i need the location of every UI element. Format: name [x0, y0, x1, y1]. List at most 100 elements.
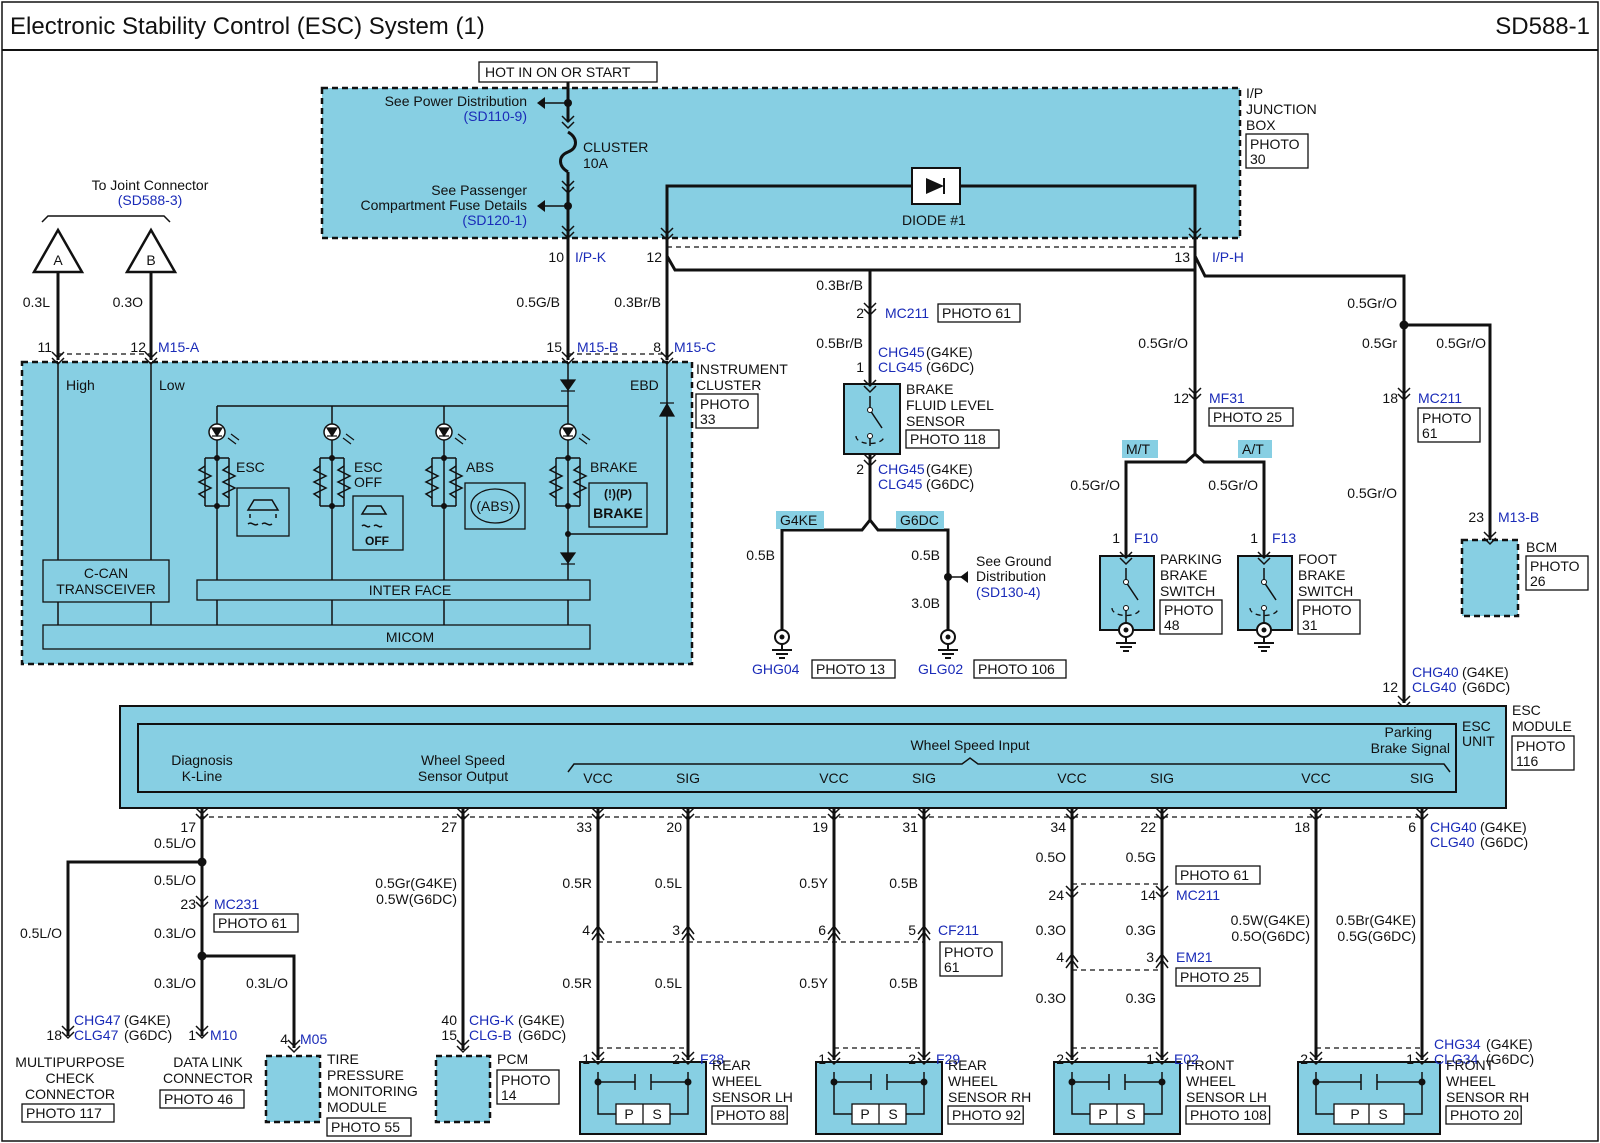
- bcm-name: BCM: [1526, 539, 1557, 555]
- mc-pin-1: 24: [1048, 887, 1064, 903]
- vcc-label: VCC: [583, 770, 613, 786]
- esc-off-label-1: ESC: [354, 459, 383, 475]
- wire-31: 0.5B: [889, 875, 918, 891]
- wire-a: 0.3L: [23, 294, 50, 310]
- esc-module-1: ESC: [1512, 702, 1541, 718]
- sensor-capacitor-icon: [833, 1072, 925, 1115]
- glg02-ground-icon: [937, 629, 959, 659]
- dlc-name-2: CONNECTOR: [163, 1070, 253, 1086]
- mc231-photo: PHOTO 61: [218, 915, 287, 931]
- wire-27-2: 0.5W(G6DC): [376, 891, 457, 907]
- esc-lamp-icon: [198, 406, 240, 580]
- sensor-name-1: REAR: [948, 1057, 987, 1073]
- sensor-pin: 1: [1406, 1051, 1414, 1067]
- abs-lamp-icon: [425, 406, 467, 580]
- esc-off-lamp-icon: [313, 406, 355, 580]
- fb-name-3: SWITCH: [1298, 583, 1353, 599]
- fuse-rating: 10A: [583, 155, 609, 171]
- see-gnd-2: Distribution: [976, 568, 1046, 584]
- clg40-variant: (G6DC): [1462, 679, 1510, 695]
- junction-photo-2: 30: [1250, 151, 1266, 167]
- ps-p: P: [1098, 1106, 1107, 1122]
- cf211-conn: CF211: [938, 922, 979, 938]
- clgb-conn: CLG-B: [469, 1027, 512, 1043]
- vcc-label: VCC: [819, 770, 849, 786]
- svg-text:(!)(P): (!)(P): [604, 487, 632, 501]
- esc-unit-2: UNIT: [1462, 733, 1495, 749]
- mc231-pin: 23: [180, 896, 196, 912]
- mc231-conn: MC231: [214, 896, 259, 912]
- g4ke-tag: G4KE: [780, 512, 817, 528]
- esc-module-2: MODULE: [1512, 718, 1572, 734]
- mpc-name-2: CHECK: [45, 1070, 95, 1086]
- m15a-conn: M15-A: [158, 339, 200, 355]
- see-gnd-ref: (SD130-4): [976, 584, 1041, 600]
- tpms-name-1: TIRE: [327, 1051, 359, 1067]
- clg45-conn: CLG45: [878, 359, 923, 375]
- mc211-conn: MC211: [885, 305, 929, 321]
- to-joint-text: To Joint Connector: [92, 177, 209, 193]
- sensor-photo: PHOTO 88: [716, 1107, 785, 1123]
- see-pass-ref: (SD120-1): [462, 212, 527, 228]
- mc211c-photo: PHOTO 61: [1180, 867, 1249, 883]
- mc211-pin: 2: [856, 305, 864, 321]
- wire-20: 0.5L: [655, 875, 682, 891]
- sensor-connector-variant: (G4KE): [1486, 1036, 1533, 1052]
- sensor-connector: E02: [1174, 1051, 1199, 1067]
- chgk-conn: CHG-K: [469, 1012, 515, 1028]
- clg40-conn: CLG40: [1412, 679, 1457, 695]
- wire-bcm-left: 0.5Gr: [1362, 335, 1397, 351]
- esc-pin-number: 20: [666, 819, 682, 835]
- wire-bcm-bot: 0.5Gr/O: [1347, 485, 1397, 501]
- mc211-photo-box: [937, 303, 1021, 323]
- diode-icon: [911, 167, 961, 205]
- dlc-photo: PHOTO 46: [164, 1091, 233, 1107]
- mc211b-conn: MC211: [1418, 390, 1462, 406]
- diag-label-2: K-Line: [182, 768, 223, 784]
- pb-name-3: SWITCH: [1160, 583, 1215, 599]
- ip-junction-box: [320, 86, 1242, 240]
- instrument-cluster-box: [20, 360, 694, 666]
- wire-iph: 0.5Gr/O: [1138, 335, 1188, 351]
- chg45-pin1: 1: [856, 359, 864, 375]
- ccan-label-2: TRANSCEIVER: [56, 581, 156, 597]
- dlc-name-1: DATA LINK: [173, 1054, 243, 1070]
- mpc-photo-box: [21, 1103, 115, 1123]
- sensor-pin: 2: [1300, 1051, 1308, 1067]
- wire-ipk: 0.5G/B: [516, 294, 560, 310]
- esc-pin-number: 34: [1050, 819, 1066, 835]
- pcm-name: PCM: [497, 1051, 528, 1067]
- esc-pin-number: 17: [180, 819, 196, 835]
- sensor-name-3: SENSOR RH: [948, 1089, 1031, 1105]
- m10-pin: 1: [188, 1027, 196, 1043]
- clgb-variant: (G6DC): [518, 1027, 566, 1043]
- wire-23c: 0.3L/O: [246, 975, 288, 991]
- sensor-connector: F29: [936, 1051, 960, 1067]
- pb-name-2: BRAKE: [1160, 567, 1207, 583]
- pbs-label-1: Parking: [1385, 724, 1432, 740]
- clg45-variant-b: (G6DC): [926, 476, 974, 492]
- iph-pin: 13: [1174, 249, 1190, 265]
- tpms-name-4: MODULE: [327, 1099, 387, 1115]
- see-gnd-1: See Ground: [976, 553, 1052, 569]
- sensor-photo-box: [1445, 1105, 1522, 1125]
- ghg04-photo: PHOTO 13: [816, 661, 885, 677]
- wire-19b: 0.5Y: [799, 975, 828, 991]
- sensor-pin: 2: [908, 1051, 916, 1067]
- micom-box: [42, 624, 591, 650]
- sensor-connector-2: CLG34: [1434, 1051, 1479, 1067]
- ipk-conn: I/P-K: [575, 249, 607, 265]
- tpms-box: [264, 1054, 322, 1124]
- esc-unit-box: [137, 723, 1457, 793]
- clg45-conn-b: CLG45: [878, 476, 923, 492]
- mc211-photo: PHOTO 61: [942, 305, 1011, 321]
- m15a-pin12: 12: [130, 339, 146, 355]
- ps-s: S: [1126, 1106, 1135, 1122]
- ghg04-label: GHG04: [752, 661, 800, 677]
- fb-photo-1: PHOTO: [1302, 602, 1352, 618]
- chg40-pin: 12: [1382, 679, 1398, 695]
- wire-31b: 0.5B: [889, 975, 918, 991]
- wire-34b: 0.3O: [1036, 922, 1066, 938]
- esc-photo-1: PHOTO: [1516, 738, 1566, 754]
